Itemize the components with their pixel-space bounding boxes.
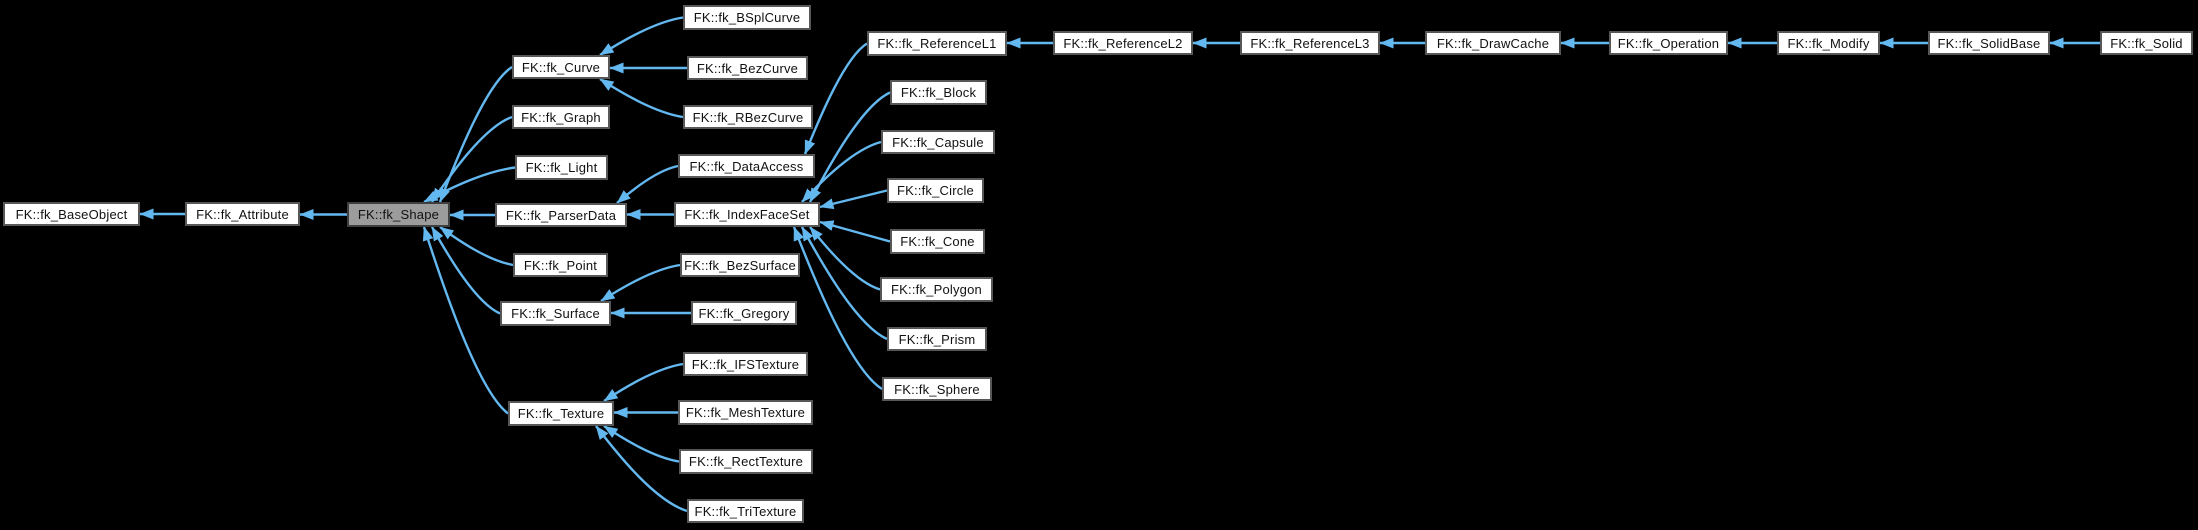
class-node-fk_Block[interactable]: FK::fk_Block: [890, 80, 987, 105]
class-node-label: FK::fk_Sphere: [894, 381, 980, 397]
class-node-fk_Sphere[interactable]: FK::fk_Sphere: [882, 377, 992, 401]
class-node-label: FK::fk_Curve: [521, 59, 601, 75]
class-node-label: FK::fk_TriTexture: [694, 503, 797, 519]
inheritance-arrow-fk_Capsule-to-fk_IndexFaceSet: [801, 140, 882, 203]
class-node-fk_TriTexture[interactable]: FK::fk_TriTexture: [687, 499, 804, 523]
class-node-label: FK::fk_Cone: [900, 234, 975, 249]
class-node-fk_Capsule[interactable]: FK::fk_Capsule: [881, 130, 995, 154]
class-node-label: FK::fk_Point: [523, 257, 598, 273]
class-node-label: FK::fk_Prism: [898, 331, 976, 347]
class-node-fk_Operation[interactable]: FK::fk_Operation: [1609, 31, 1728, 55]
class-node-label: FK::fk_Graph: [521, 109, 601, 125]
class-node-fk_MeshTexture[interactable]: FK::fk_MeshTexture: [678, 400, 813, 425]
class-node-fk_BaseObject[interactable]: FK::fk_BaseObject: [3, 202, 140, 226]
class-node-label: FK::fk_BezSurface: [684, 257, 796, 273]
inheritance-arrow-fk_RBezCurve-to-fk_Curve: [599, 77, 684, 119]
class-node-fk_Curve[interactable]: FK::fk_Curve: [512, 55, 610, 79]
class-node-label: FK::fk_SolidBase: [1937, 35, 2041, 51]
inheritance-arrow-fk_TriTexture-to-fk_Texture: [595, 425, 688, 513]
class-node-fk_ReferenceL2[interactable]: FK::fk_ReferenceL2: [1053, 31, 1193, 55]
class-node-fk_ReferenceL1[interactable]: FK::fk_ReferenceL1: [867, 31, 1007, 56]
inheritance-arrow-fk_Point-to-fk_Shape: [439, 226, 514, 267]
class-node-fk_Gregory[interactable]: FK::fk_Gregory: [691, 301, 797, 325]
class-node-label: FK::fk_Light: [525, 160, 598, 175]
inheritance-arrow-fk_IFSTexture-to-fk_Texture: [603, 362, 684, 403]
class-node-label: FK::fk_Solid: [2110, 35, 2183, 51]
class-node-fk_Point[interactable]: FK::fk_Point: [513, 253, 608, 277]
class-node-label: FK::fk_MeshTexture: [685, 405, 806, 420]
class-node-fk_Surface[interactable]: FK::fk_Surface: [500, 301, 611, 326]
class-node-label: FK::fk_DataAccess: [689, 158, 804, 174]
inheritance-arrow-fk_ReferenceL1-to-fk_DataAccess: [803, 42, 868, 155]
inheritance-arrow-fk_Texture-to-fk_Shape: [422, 226, 509, 415]
inheritance-arrow-fk_Prism-to-fk_IndexFaceSet: [800, 226, 888, 341]
class-node-fk_RBezCurve[interactable]: FK::fk_RBezCurve: [683, 105, 813, 129]
class-node-fk_Light[interactable]: FK::fk_Light: [515, 155, 608, 180]
inheritance-arrow-fk_Sphere-to-fk_IndexFaceSet: [792, 226, 883, 391]
class-node-fk_BezSurface[interactable]: FK::fk_BezSurface: [680, 253, 800, 277]
inheritance-arrow-fk_Polygon-to-fk_IndexFaceSet: [809, 226, 881, 291]
inheritance-arrow-fk_DataAccess-to-fk_ParserData: [616, 164, 679, 204]
class-node-label: FK::fk_ParserData: [505, 207, 617, 223]
class-node-fk_BezCurve[interactable]: FK::fk_BezCurve: [687, 56, 808, 80]
class-node-fk_DrawCache[interactable]: FK::fk_DrawCache: [1425, 31, 1561, 55]
class-node-label: FK::fk_ReferenceL2: [1063, 35, 1183, 51]
class-node-label: FK::fk_Texture: [517, 406, 605, 421]
class-node-fk_IndexFaceSet[interactable]: FK::fk_IndexFaceSet: [674, 202, 820, 227]
class-node-label: FK::fk_BezCurve: [696, 60, 799, 76]
class-node-label: FK::fk_Gregory: [698, 305, 790, 321]
class-node-label: FK::fk_Circle: [896, 183, 974, 198]
class-node-fk_ReferenceL3[interactable]: FK::fk_ReferenceL3: [1240, 31, 1380, 55]
class-node-label: FK::fk_Block: [900, 85, 977, 100]
class-node-fk_ParserData[interactable]: FK::fk_ParserData: [495, 203, 627, 227]
class-node-fk_RectTexture[interactable]: FK::fk_RectTexture: [679, 449, 813, 474]
class-node-label: FK::fk_Surface: [511, 306, 600, 321]
class-node-label: FK::fk_ReferenceL3: [1250, 35, 1370, 51]
class-node-label: FK::fk_DrawCache: [1436, 35, 1550, 51]
class-node-label: FK::fk_ReferenceL1: [877, 36, 997, 51]
class-node-label: FK::fk_Operation: [1617, 35, 1720, 51]
class-node-fk_Polygon[interactable]: FK::fk_Polygon: [880, 277, 993, 302]
class-node-fk_Modify[interactable]: FK::fk_Modify: [1777, 31, 1880, 55]
class-node-fk_Prism[interactable]: FK::fk_Prism: [887, 327, 987, 351]
class-node-fk_Shape: FK::fk_Shape: [347, 202, 450, 227]
class-node-fk_Solid[interactable]: FK::fk_Solid: [2100, 31, 2193, 55]
inheritance-arrow-fk_Block-to-fk_IndexFaceSet: [808, 91, 891, 203]
inheritance-arrow-fk_Light-to-fk_Shape: [423, 166, 516, 204]
class-node-label: FK::fk_BaseObject: [15, 206, 128, 222]
class-node-fk_DataAccess[interactable]: FK::fk_DataAccess: [678, 154, 815, 178]
class-node-label: FK::fk_Modify: [1787, 35, 1870, 51]
class-node-fk_Graph[interactable]: FK::fk_Graph: [512, 105, 610, 129]
inheritance-arrow-fk_RectTexture-to-fk_Texture: [603, 424, 680, 463]
inheritance-arrow-fk_Circle-to-fk_IndexFaceSet: [819, 189, 888, 210]
class-node-label: FK::fk_Polygon: [891, 282, 982, 297]
class-node-label: FK::fk_BSplCurve: [693, 10, 801, 25]
class-node-fk_Cone[interactable]: FK::fk_Cone: [890, 229, 985, 254]
inheritance-arrow-fk_Cone-to-fk_IndexFaceSet: [819, 220, 891, 243]
class-node-fk_Circle[interactable]: FK::fk_Circle: [887, 178, 984, 203]
inheritance-arrow-fk_Curve-to-fk_Shape: [438, 65, 513, 203]
class-node-label: FK::fk_Shape: [357, 207, 440, 222]
class-node-label: FK::fk_IFSTexture: [691, 356, 800, 372]
class-node-fk_BSplCurve[interactable]: FK::fk_BSplCurve: [683, 5, 811, 30]
inheritance-arrow-fk_BSplCurve-to-fk_Curve: [599, 16, 684, 57]
class-node-fk_SolidBase[interactable]: FK::fk_SolidBase: [1928, 31, 2050, 55]
class-node-fk_Attribute[interactable]: FK::fk_Attribute: [185, 202, 300, 226]
inheritance-arrow-fk_BezSurface-to-fk_Surface: [600, 263, 681, 303]
class-node-label: FK::fk_Capsule: [892, 134, 984, 150]
class-node-fk_IFSTexture[interactable]: FK::fk_IFSTexture: [683, 352, 808, 376]
class-node-label: FK::fk_IndexFaceSet: [684, 207, 810, 222]
class-node-fk_Texture[interactable]: FK::fk_Texture: [508, 401, 614, 426]
class-node-label: FK::fk_RectTexture: [688, 454, 804, 469]
inheritance-arrow-fk_Graph-to-fk_Shape: [431, 115, 513, 203]
class-node-label: FK::fk_RBezCurve: [692, 109, 804, 125]
class-node-label: FK::fk_Attribute: [196, 206, 289, 222]
inheritance-arrow-fk_Surface-to-fk_Shape: [430, 226, 501, 315]
